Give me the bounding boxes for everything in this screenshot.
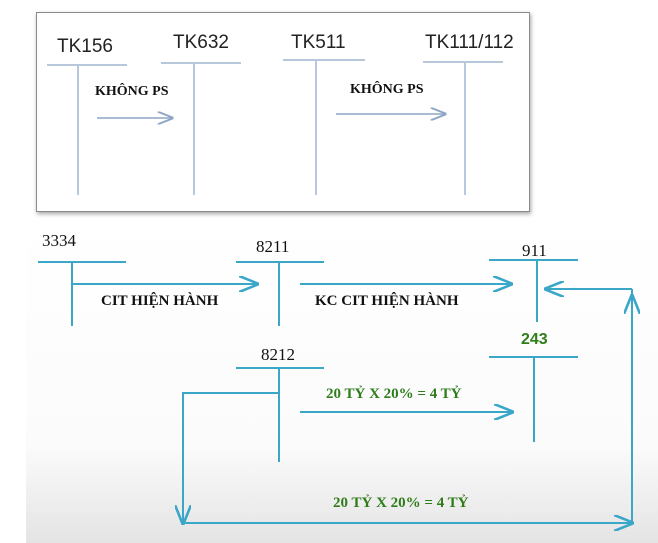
account-label-911: 911	[522, 241, 547, 260]
account-label-243: 243	[521, 331, 548, 348]
label-formula-upper: 20 TỶ X 20% = 4 TỶ	[326, 386, 462, 402]
account-label-8211: 8211	[256, 237, 290, 256]
account-label-8212: 8212	[261, 345, 295, 364]
account-label-3334: 3334	[42, 231, 76, 250]
label-formula-lower: 20 TỶ X 20% = 4 TỶ	[333, 495, 469, 511]
top-diagram-panel: TK156 TK632 TK511 TK111/112 KHÔNG PS KHÔ…	[36, 12, 530, 212]
account-label-tk511: TK511	[291, 32, 346, 53]
bottom-diagram-panel	[26, 220, 658, 543]
account-label-tk632: TK632	[173, 32, 229, 53]
label-khong-ps-left: KHÔNG PS	[95, 84, 169, 99]
label-khong-ps-right: KHÔNG PS	[350, 82, 424, 97]
label-cit-hien-hanh: CIT HIỆN HÀNH	[101, 293, 219, 309]
top-diagram-lines	[47, 59, 503, 195]
connector-loop-line	[182, 289, 633, 524]
account-label-tk111-112: TK111/112	[425, 32, 514, 53]
label-kc-cit-hien-hanh: KC CIT HIỆN HÀNH	[315, 293, 459, 309]
account-label-tk156: TK156	[57, 36, 113, 57]
